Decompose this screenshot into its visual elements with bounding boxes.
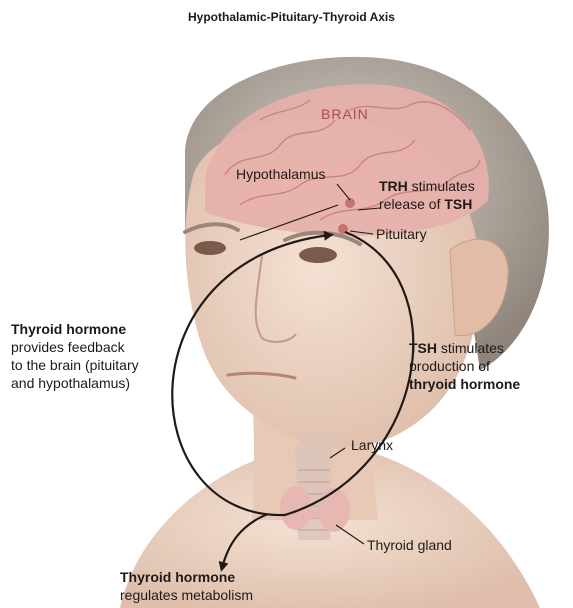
feedback-bold: Thyroid hormone (11, 321, 126, 337)
feedback-line3: to the brain (pituitary (11, 356, 139, 374)
trh-rest: stimulates (408, 178, 475, 194)
tsh-stim-rest: stimulates (437, 340, 504, 356)
diagram-title: Hypothalamic-Pituitary-Thyroid Axis (188, 9, 395, 25)
label-feedback: Thyroid hormone provides feedback to the… (11, 320, 139, 392)
feedback-line2: provides feedback (11, 338, 139, 356)
trh-line2: release of (379, 196, 444, 212)
metabolism-bold: Thyroid hormone (120, 569, 235, 585)
eye-right (299, 247, 337, 263)
trh-bold: TRH (379, 178, 408, 194)
tsh-line3-bold: thryoid hormone (409, 376, 520, 392)
label-metabolism: Thyroid hormone regulates metabolism (120, 568, 253, 604)
label-larynx: Larynx (351, 437, 393, 453)
label-trh-stimulates: TRH stimulates release of TSH (379, 177, 475, 213)
metabolism-line2: regulates metabolism (120, 586, 253, 604)
feedback-line4: and hypothalamus) (11, 374, 139, 392)
label-brain: BRAIN (321, 106, 369, 122)
label-tsh-stimulates: TSH stimulates production of thryoid hor… (409, 339, 520, 393)
tsh-stim-bold: TSH (409, 340, 437, 356)
eye-left (194, 241, 226, 255)
tsh-bold: TSH (444, 196, 472, 212)
label-pituitary: Pituitary (376, 226, 427, 242)
tsh-line2: production of (409, 357, 520, 375)
label-hypothalamus: Hypothalamus (236, 166, 326, 182)
label-thyroid-gland: Thyroid gland (367, 537, 452, 553)
